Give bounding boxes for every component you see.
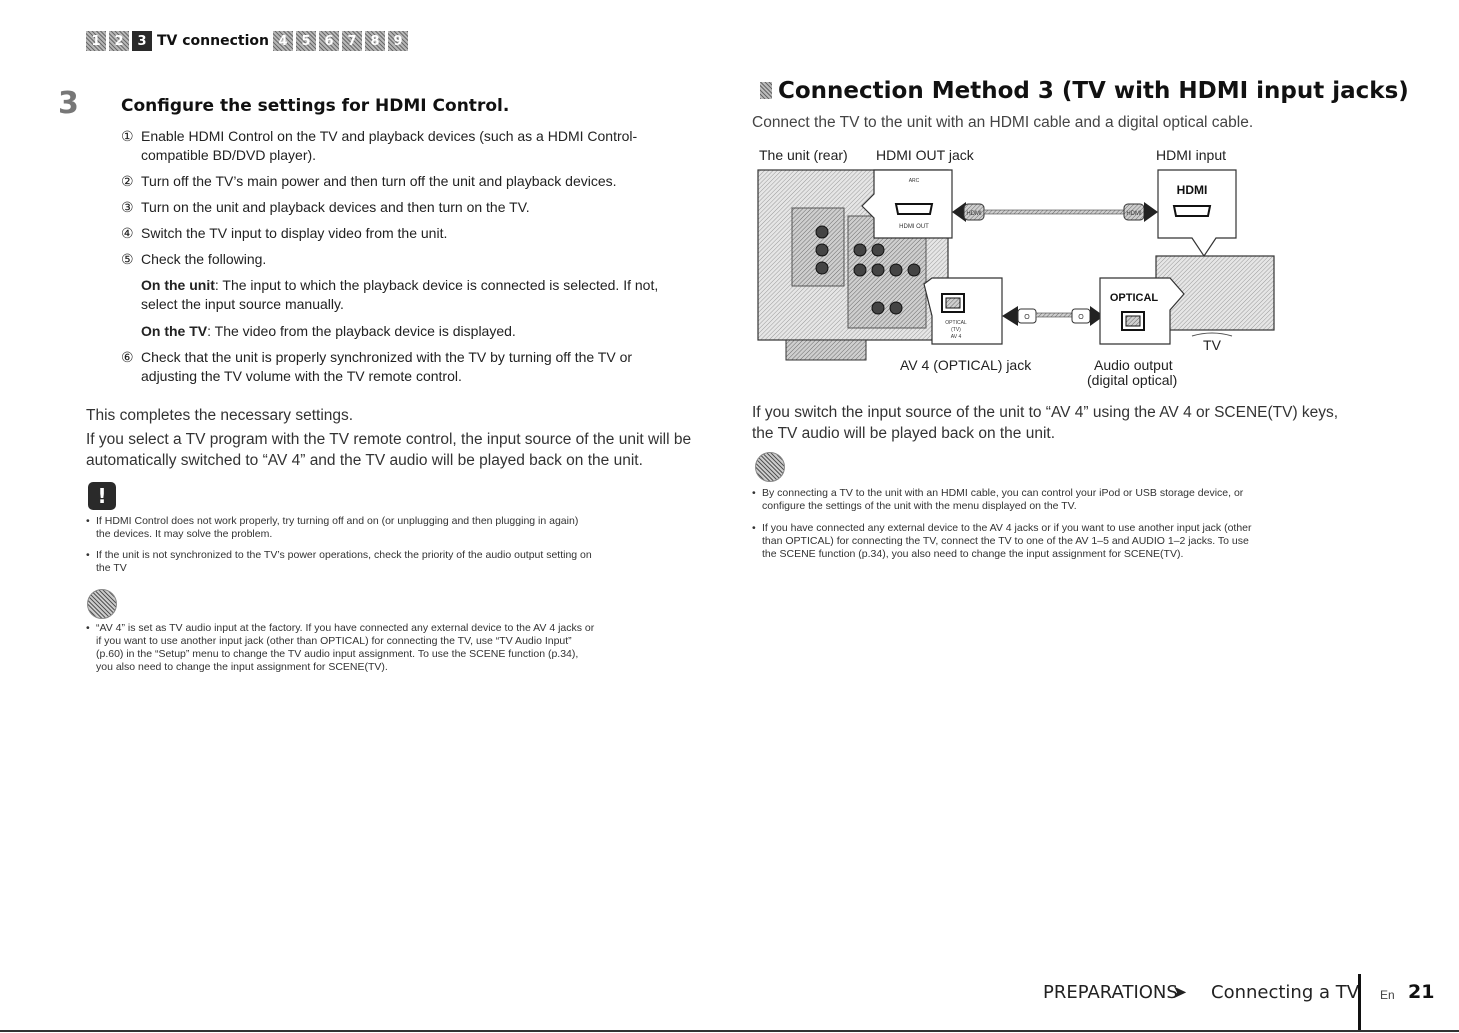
av4-optical-callout: OPTICAL (TV) AV 4 — [923, 277, 1003, 345]
footer-divider — [1358, 974, 1361, 1032]
substep-1: ① Enable HDMI Control on the TV and playb… — [121, 127, 637, 165]
footer-page-title[interactable]: Connecting a TV — [1211, 982, 1360, 1003]
step-5-tab[interactable]: 5 — [295, 31, 316, 51]
hint-icon — [87, 589, 117, 619]
substep-text: Enable HDMI Control on the TV and playba… — [141, 128, 638, 144]
footer-page-number: 21 — [1408, 981, 1435, 1003]
substep-text: adjusting the TV volume with the TV remo… — [141, 368, 462, 384]
optical-small-label: OPTICAL — [945, 320, 967, 326]
step-6-tab[interactable]: 6 — [318, 31, 339, 51]
substep-number: ③ — [121, 199, 134, 215]
step-9-tab[interactable]: 9 — [387, 31, 408, 51]
left-paragraph-line: If you select a TV program with the TV r… — [86, 431, 692, 448]
footer-arrow-icon: ➤ — [1172, 982, 1188, 1002]
substep-number: ⑥ — [121, 349, 134, 365]
footer-language: En — [1380, 988, 1395, 1002]
step-4-tab[interactable]: 4 — [272, 31, 293, 51]
substep-text: Check that the unit is properly synchron… — [141, 349, 633, 365]
hdmi-plug-label: HDMI — [966, 211, 982, 217]
substep-number: ④ — [121, 225, 134, 241]
right-paragraph: If you switch the input source of the un… — [752, 402, 1338, 444]
hint-note: •If you have connected any external devi… — [752, 522, 1252, 560]
optical-plug-label: O — [1078, 314, 1084, 321]
substep-text: Check the following. — [141, 251, 267, 267]
caution-note: •If HDMI Control does not work properly,… — [86, 515, 579, 540]
right-paragraph-line: the TV audio will be played back on the … — [752, 425, 1056, 442]
check-unit-label: On the unit — [141, 277, 215, 293]
substep-3: ③ Turn on the unit and playback devices a… — [121, 198, 530, 217]
substep-number: ⑤ — [121, 251, 134, 267]
label-digital-optical: (digital optical) — [1087, 372, 1178, 388]
section-square-icon — [760, 82, 772, 99]
hdmi-input-callout: HDMI — [1157, 169, 1237, 258]
substep-6: ⑥ Check that the unit is properly synchro… — [121, 348, 632, 386]
check-tv-text: : The video from the playback device is … — [207, 323, 516, 339]
label-unit-rear: The unit (rear) — [759, 147, 848, 163]
optical-cable: O O — [1002, 306, 1104, 326]
arc-small-label: ARC — [909, 178, 920, 184]
substep-text: Switch the TV input to display video fro… — [141, 225, 448, 241]
step-7-tab[interactable]: 7 — [341, 31, 362, 51]
hdmi-cable: HDMI HDMI — [952, 202, 1158, 222]
step-navigation: 1 2 3 TV connection 4 5 6 7 8 9 — [86, 30, 411, 52]
right-paragraph-line: If you switch the input source of the un… — [752, 404, 1339, 421]
connection-diagram: ARC HDMI OUT HDMI HDMI HDMI OPTICAL (TV)… — [757, 169, 1275, 361]
label-av4-jack: AV 4 (OPTICAL) jack — [900, 357, 1032, 373]
check-on-tv: On the TV: The video from the playback d… — [141, 322, 516, 341]
left-paragraph: If you select a TV program with the TV r… — [86, 429, 691, 471]
caution-icon: ! — [88, 482, 116, 510]
substep-4: ④ Switch the TV input to display video fr… — [121, 224, 447, 243]
step-number: 3 — [58, 86, 79, 121]
optical-output-callout: OPTICAL — [1099, 277, 1185, 345]
substep-text: compatible BD/DVD player). — [141, 147, 317, 163]
substep-text: Turn on the unit and playback devices an… — [141, 199, 530, 215]
section-intro: Connect the TV to the unit with an HDMI … — [752, 114, 1254, 131]
check-unit-text-2: select the input source manually. — [141, 296, 344, 312]
step-3-tab-current[interactable]: 3 — [132, 31, 152, 51]
optical-plug-label: O — [1024, 314, 1030, 321]
optical-badge: OPTICAL — [1110, 292, 1159, 304]
footer-section[interactable]: PREPARATIONS — [1043, 982, 1178, 1003]
hdmi-out-callout: ARC HDMI OUT — [861, 169, 953, 239]
hint-note: •“AV 4” is set as TV audio input at the … — [86, 622, 595, 673]
step-2-tab[interactable]: 2 — [109, 31, 129, 51]
substep-5: ⑤ Check the following. — [121, 250, 266, 269]
label-hdmi-out-jack: HDMI OUT jack — [876, 147, 974, 163]
step-8-tab[interactable]: 8 — [364, 31, 385, 51]
completes-text: This completes the necessary settings. — [86, 407, 354, 424]
hdmi-badge: HDMI — [1177, 183, 1208, 197]
hdmi-plug-label: HDMI — [1126, 211, 1142, 217]
label-hdmi-input: HDMI input — [1156, 147, 1227, 163]
left-paragraph-line: automatically switched to “AV 4” and the… — [86, 452, 643, 469]
label-audio-output: Audio output — [1094, 357, 1173, 373]
hint-icon — [755, 452, 785, 482]
av4-small-label: AV 4 — [951, 334, 962, 340]
hint-note: •By connecting a TV to the unit with an … — [752, 487, 1244, 512]
check-on-unit: On the unit: The input to which the play… — [141, 276, 658, 314]
check-unit-text: : The input to which the playback device… — [214, 277, 659, 293]
step-title: Configure the settings for HDMI Control. — [121, 96, 510, 116]
check-tv-label: On the TV — [141, 323, 208, 339]
caution-note: •If the unit is not synchronized to the … — [86, 549, 592, 574]
substep-number: ② — [121, 173, 134, 189]
tv-small-label: (TV) — [951, 327, 961, 333]
bottom-rule — [0, 1030, 1459, 1032]
substep-text: Turn off the TV’s main power and then tu… — [141, 173, 617, 189]
tv-label: TV — [1203, 337, 1222, 353]
substep-number: ① — [121, 128, 134, 144]
section-title: Connection Method 3 (TV with HDMI input … — [760, 78, 1409, 104]
step-1-tab[interactable]: 1 — [86, 31, 106, 51]
hdmi-out-small-label: HDMI OUT — [899, 224, 929, 230]
substep-2: ② Turn off the TV’s main power and then t… — [121, 172, 617, 191]
current-step-label: TV connection — [157, 33, 269, 49]
